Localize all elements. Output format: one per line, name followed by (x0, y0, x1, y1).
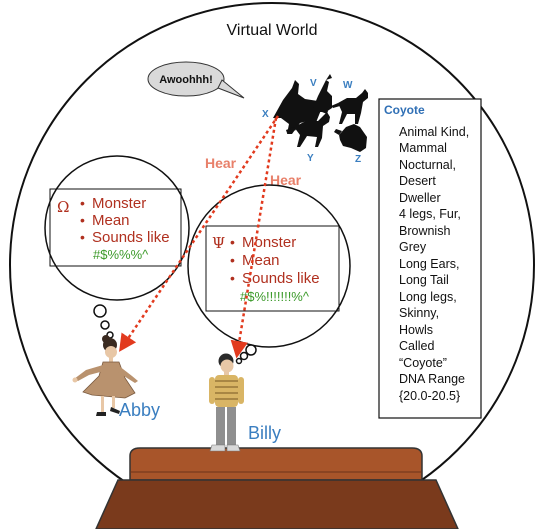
hear-arrow-billy (230, 117, 278, 359)
abby-item-1: Monster (92, 195, 146, 212)
globe-pedestal (95, 447, 459, 529)
coyote-line: Desert (399, 174, 436, 188)
abby-sound: #$%%%^ (93, 247, 149, 262)
wolf-label-v: V (310, 78, 317, 89)
abby-name: Abby (119, 400, 160, 420)
abby-item-2: Mean (92, 212, 130, 229)
wolf-pack (273, 74, 368, 152)
coyote-line: DNA Range (399, 372, 465, 386)
coyote-line: {20.0-20.5} (399, 389, 460, 403)
abby-concept-symbol: Ω (57, 198, 69, 216)
hear-arrow-abby (119, 115, 280, 352)
abby-bullet-1: • (80, 195, 85, 211)
billy-item-2: Mean (242, 252, 280, 269)
abby-bullet-2: • (80, 212, 85, 228)
coyote-line: Nocturnal, (399, 158, 456, 172)
howl-speech-bubble: Awoohhh! (147, 61, 245, 99)
billy-item-3: Sounds like (242, 270, 320, 287)
coyote-line: Long Ears, (399, 257, 459, 271)
coyote-line: Long Tail (399, 273, 449, 287)
abby-figure (72, 335, 138, 416)
hear-label-abby: Hear (205, 155, 237, 171)
billy-bullet-2: • (230, 252, 235, 268)
billy-thought-bubble: Ψ • Monster • Mean • Sounds like #$%!!!!… (187, 184, 351, 348)
wolf-label-x: X (262, 109, 269, 120)
coyote-line: Long legs, (399, 290, 457, 304)
wolf-label-w: W (343, 80, 353, 91)
abby-thought-bubble: Ω • Monster • Mean • Sounds like #$%%%^ (44, 155, 190, 301)
coyote-info-box: Coyote Animal Kind, Mammal Nocturnal, De… (378, 98, 482, 419)
howl-speech-text: Awoohhh! (159, 74, 213, 86)
coyote-line: Animal Kind, (399, 125, 469, 139)
coyote-line: Called (399, 339, 434, 353)
coyote-line: Skinny, (399, 306, 439, 320)
abby-item-3: Sounds like (92, 229, 170, 246)
wolf-y-silhouette (286, 112, 330, 147)
billy-figure (209, 353, 244, 452)
coyote-line: Grey (399, 240, 427, 254)
billy-sound: #$%!!!!!!!%^ (240, 289, 310, 304)
world-title: Virtual World (227, 22, 318, 39)
wolf-v-silhouette (313, 74, 332, 112)
coyote-line: Howls (399, 323, 433, 337)
hear-label-billy: Hear (270, 172, 302, 188)
wolf-label-z: Z (355, 154, 361, 165)
billy-bullet-3: • (230, 270, 235, 286)
wolf-z-silhouette (334, 124, 367, 152)
wolf-label-y: Y (307, 153, 314, 164)
billy-concept-symbol: Ψ (212, 234, 225, 252)
coyote-line: Brownish (399, 224, 450, 238)
billy-bullet-1: • (230, 234, 235, 250)
billy-item-1: Monster (242, 234, 296, 251)
coyote-line: Mammal (399, 141, 447, 155)
coyote-line: Dweller (399, 191, 441, 205)
abby-thought-dots (93, 304, 114, 339)
coyote-line: 4 legs, Fur, (399, 207, 461, 221)
abby-bullet-3: • (80, 229, 85, 245)
coyote-line: “Coyote” (399, 356, 447, 370)
wolf-w-silhouette (331, 89, 368, 124)
billy-name: Billy (248, 423, 281, 443)
coyote-title: Coyote (384, 103, 425, 117)
